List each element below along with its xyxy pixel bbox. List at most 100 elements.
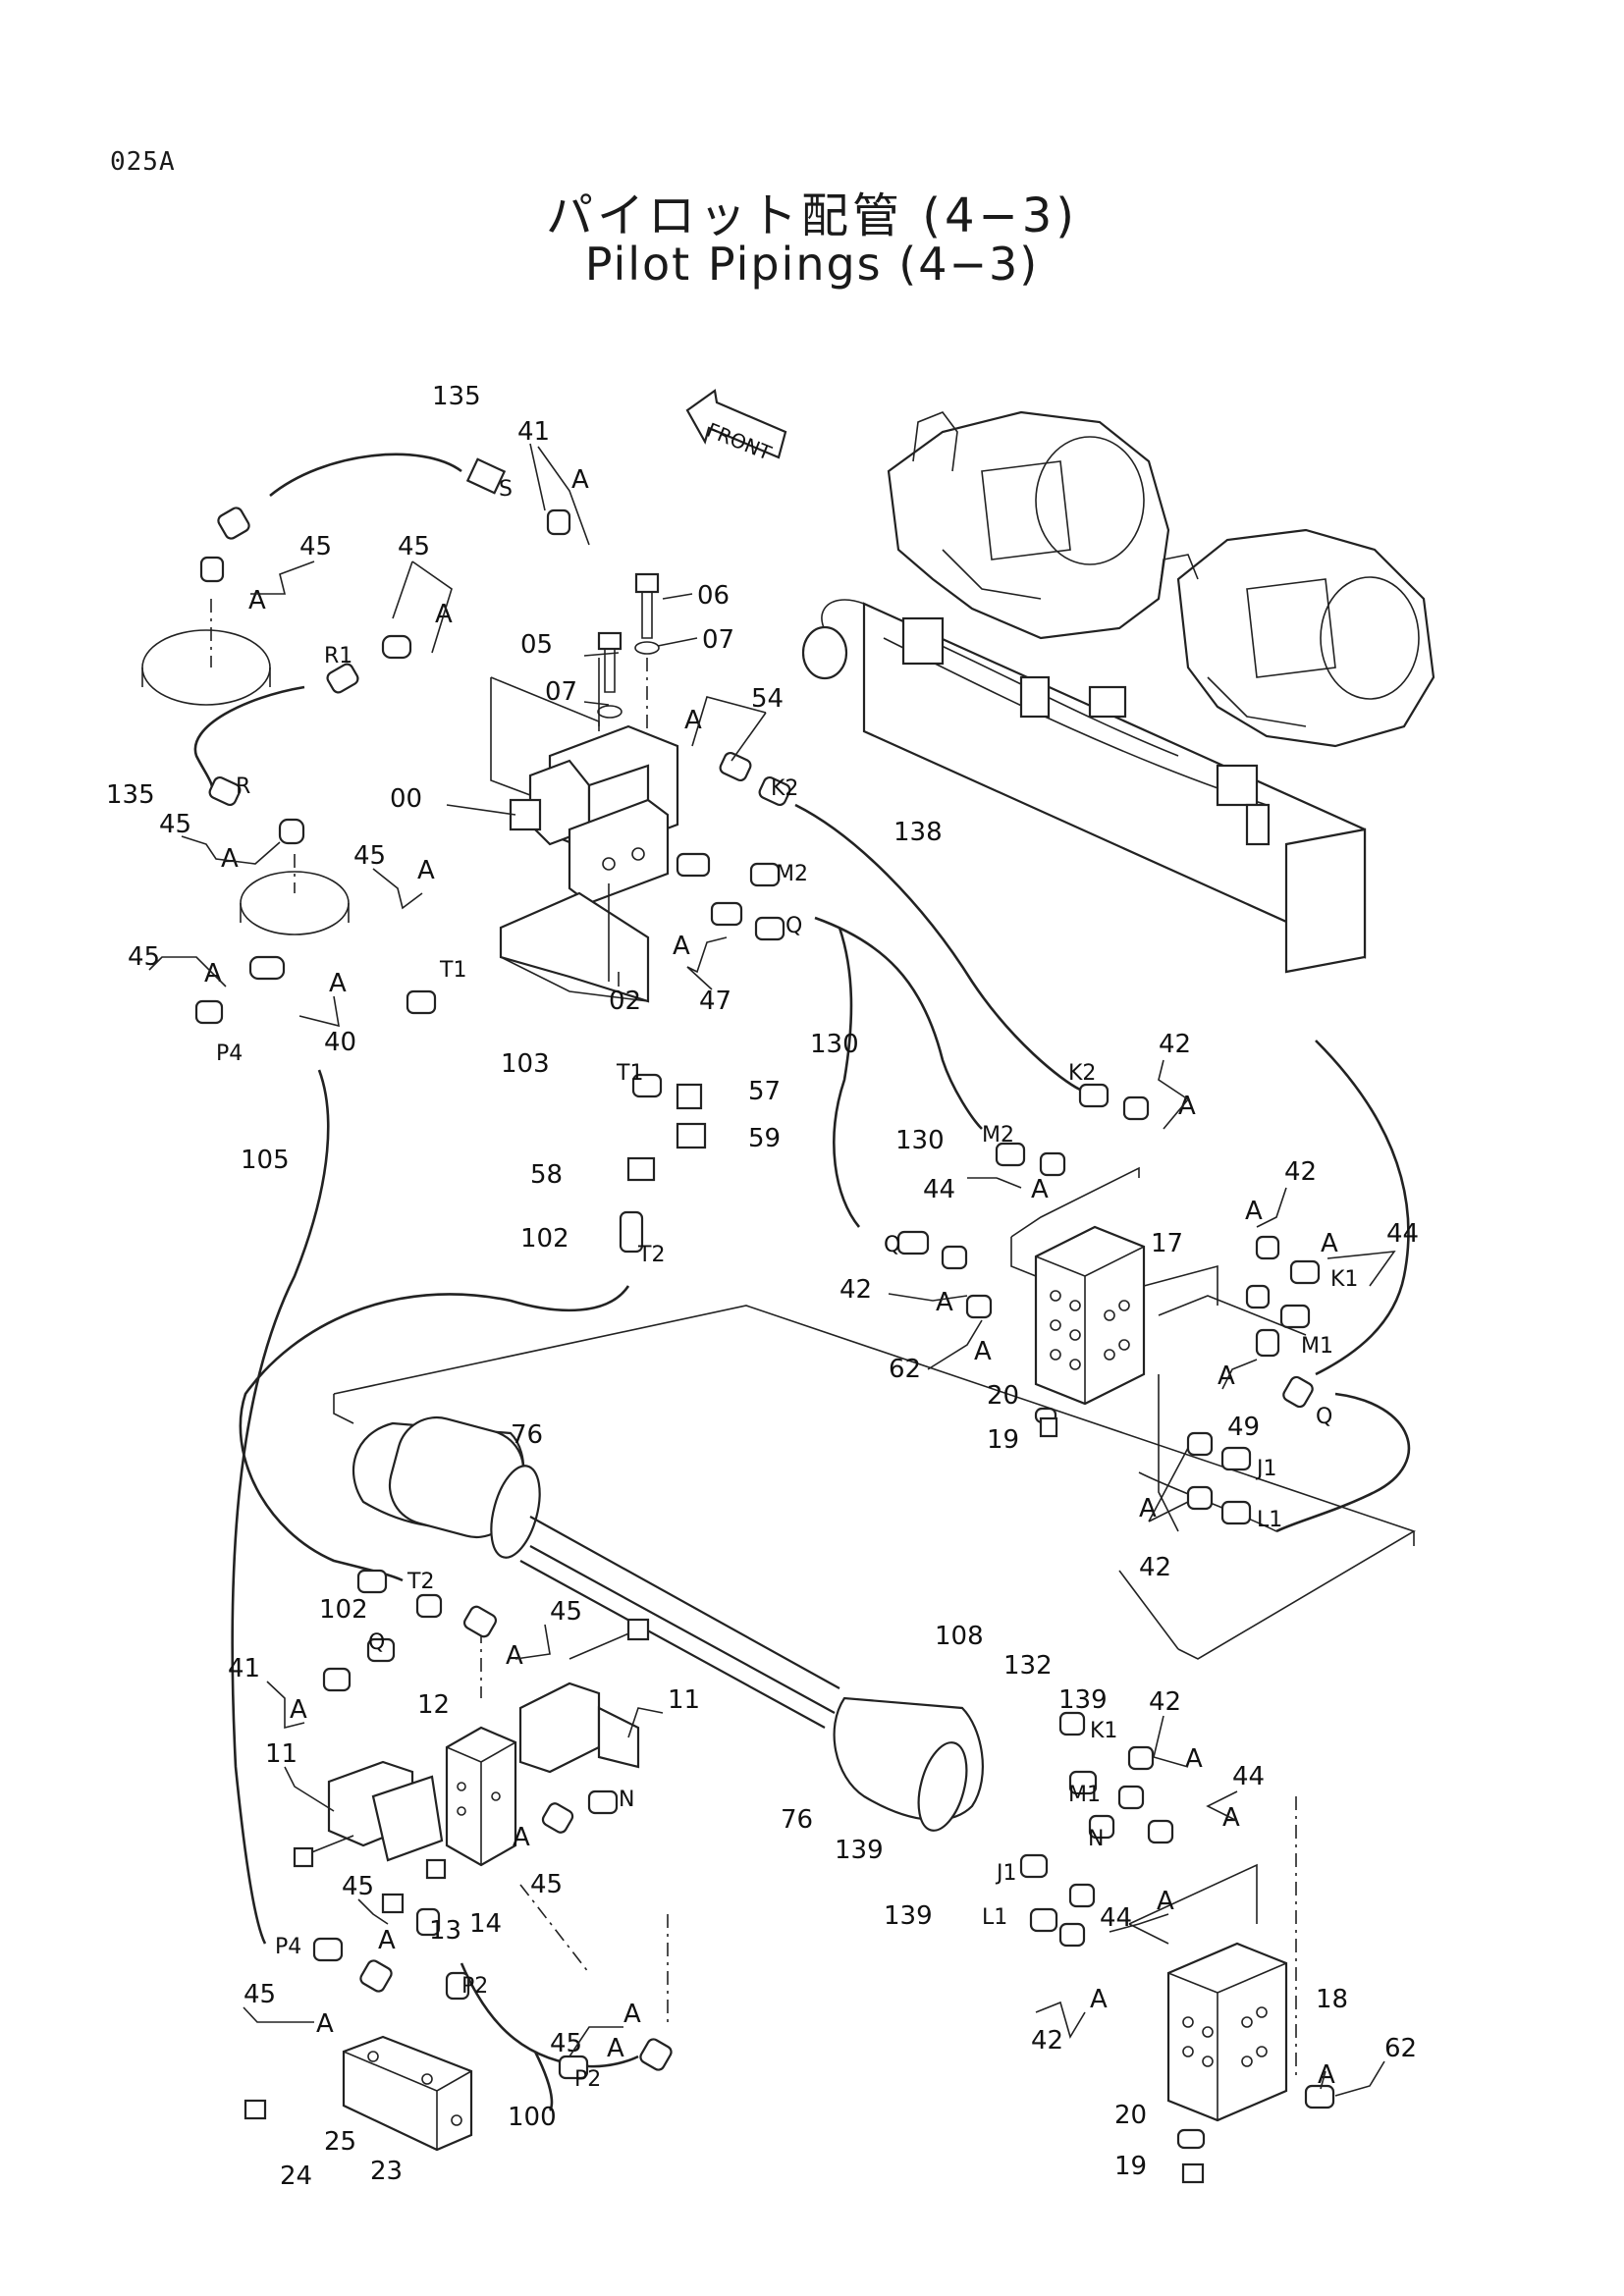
callout-54: 54 xyxy=(751,684,784,714)
callout-45: 45 xyxy=(550,2029,582,2058)
port-label-M1: M1 xyxy=(1068,1783,1101,1807)
port-label-L1: L1 xyxy=(1257,1508,1282,1532)
callout-19: 19 xyxy=(987,1425,1019,1455)
callout-62: 62 xyxy=(1384,2034,1417,2063)
port-label-M2: M2 xyxy=(776,862,808,886)
callout-07: 07 xyxy=(545,677,577,707)
callout-45: 45 xyxy=(398,532,430,561)
port-label-M1: M1 xyxy=(1301,1334,1333,1359)
solenoid-valve-11-left xyxy=(293,1760,444,1868)
callout-100: 100 xyxy=(508,2103,557,2132)
callout-58: 58 xyxy=(530,1160,563,1190)
valve-bracket xyxy=(499,883,650,1003)
port-label-J1: J1 xyxy=(995,1861,1017,1886)
callout-18: 18 xyxy=(1316,1985,1348,2014)
title-japanese: パイロット配管 (4−3) xyxy=(545,188,1078,243)
port-label-T1: T1 xyxy=(616,1061,643,1086)
block-23 xyxy=(342,2035,473,2152)
callout-76: 76 xyxy=(781,1805,813,1835)
callout-59: 59 xyxy=(748,1124,781,1153)
callout-57: 57 xyxy=(748,1077,781,1106)
pilot-solenoid-valve xyxy=(490,658,679,905)
port-label-T2: T2 xyxy=(637,1243,665,1267)
callout-45: 45 xyxy=(550,1597,582,1627)
callout-41: 41 xyxy=(228,1654,260,1683)
center-joint xyxy=(352,1415,984,1832)
port-label-N: N xyxy=(1088,1827,1104,1851)
callout-A: A xyxy=(378,1926,396,1955)
callout-132: 132 xyxy=(1003,1651,1053,1681)
callout-A: A xyxy=(1185,1744,1203,1774)
port-label-Q: Q xyxy=(785,914,802,938)
callout-42: 42 xyxy=(1139,1553,1171,1582)
callout-A: A xyxy=(623,2000,641,2029)
port-label-K1: K1 xyxy=(1090,1719,1117,1743)
callout-A: A xyxy=(1321,1229,1338,1258)
callout-62: 62 xyxy=(889,1355,921,1384)
return-port-discs xyxy=(141,629,350,935)
callout-A: A xyxy=(513,1823,530,1852)
callout-A: A xyxy=(417,856,435,885)
callout-A: A xyxy=(329,969,347,998)
callout-A: A xyxy=(1178,1092,1196,1121)
harness-box xyxy=(801,599,1367,974)
callout-11: 11 xyxy=(265,1739,298,1769)
callout-102: 102 xyxy=(520,1224,569,1254)
callout-17: 17 xyxy=(1151,1229,1183,1258)
callout-130: 130 xyxy=(895,1126,945,1155)
callout-A: A xyxy=(221,844,239,874)
callout-45: 45 xyxy=(128,942,160,972)
travel-motor-assembly xyxy=(887,410,1435,748)
callout-A: A xyxy=(673,932,690,961)
callout-135: 135 xyxy=(432,382,481,411)
port-label-R: R xyxy=(236,774,250,799)
callout-07: 07 xyxy=(702,625,734,655)
port-label-Q: Q xyxy=(884,1233,900,1257)
callout-25: 25 xyxy=(324,2127,356,2157)
front-arrow: FRONT xyxy=(685,389,787,465)
manifold-block-18 xyxy=(1128,1863,1288,2122)
callout-44: 44 xyxy=(1386,1219,1419,1249)
callout-44: 44 xyxy=(1100,1903,1132,1933)
callout-12: 12 xyxy=(417,1690,450,1720)
swing-frame-outline xyxy=(333,1305,1416,1660)
port-label-K1: K1 xyxy=(1330,1267,1358,1292)
callout-76: 76 xyxy=(511,1420,543,1450)
solenoid-valve-11-right xyxy=(518,1618,650,1774)
callout-44: 44 xyxy=(1232,1762,1265,1791)
port-label-P4: P4 xyxy=(275,1935,301,1959)
callout-A: A xyxy=(607,2034,624,2063)
callout-A: A xyxy=(248,586,266,615)
port-label-M2: M2 xyxy=(982,1123,1014,1148)
callout-108: 108 xyxy=(935,1622,984,1651)
callout-A: A xyxy=(974,1337,992,1366)
port-label-L1: L1 xyxy=(982,1905,1007,1930)
reference-lines xyxy=(210,599,1297,2081)
callout-45: 45 xyxy=(353,841,386,871)
callout-42: 42 xyxy=(1284,1157,1317,1187)
port-labels: S R1 R K2 M2 Q T1 P4 T1 K2 M2 T2 Q K1 M1… xyxy=(216,477,1358,2092)
callout-A: A xyxy=(1157,1887,1174,1916)
port-label-T2: T2 xyxy=(406,1570,434,1594)
callout-23: 23 xyxy=(370,2157,403,2186)
callout-20: 20 xyxy=(987,1381,1019,1411)
callout-A: A xyxy=(1218,1362,1235,1391)
callout-20: 20 xyxy=(1114,2101,1147,2130)
callout-42: 42 xyxy=(1031,2026,1063,2056)
callout-A: A xyxy=(1318,2060,1335,2090)
callout-47: 47 xyxy=(699,987,731,1016)
callout-45: 45 xyxy=(159,810,191,839)
callout-41: 41 xyxy=(517,417,550,447)
callout-14: 14 xyxy=(469,1909,502,1939)
callout-A: A xyxy=(571,465,589,495)
callout-A: A xyxy=(506,1641,523,1671)
callout-A: A xyxy=(290,1695,307,1725)
part-callouts: 135 41 A 45 A 45 A 06 05 07 07 54 A 135 … xyxy=(106,382,1419,2191)
hose-lines xyxy=(193,453,1411,2111)
callout-A: A xyxy=(316,2009,334,2039)
callout-138: 138 xyxy=(893,818,943,847)
front-arrow-label: FRONT xyxy=(704,418,776,465)
callout-00: 00 xyxy=(390,784,422,814)
callout-leaders xyxy=(148,443,1396,2097)
